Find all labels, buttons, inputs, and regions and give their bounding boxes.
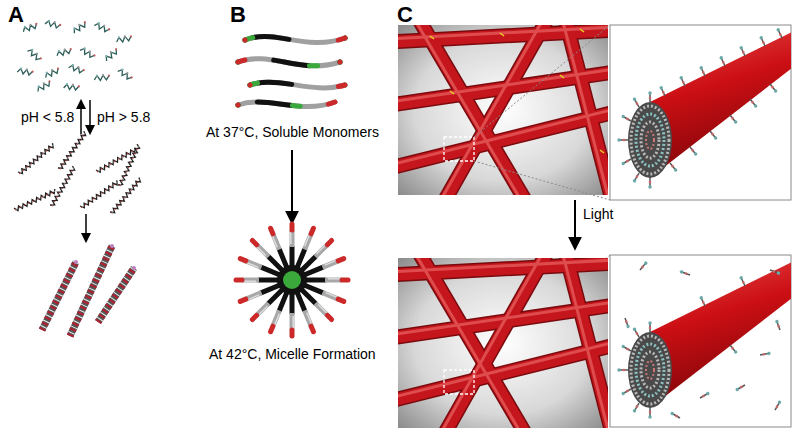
panel-letter: A — [8, 2, 24, 27]
helix-rods — [14, 131, 142, 214]
monomer-coils — [17, 19, 134, 92]
fibrils — [42, 244, 136, 336]
zoom-view — [610, 25, 792, 200]
state-label: At 42°C, Micelle Formation — [209, 346, 376, 362]
panel-letter: C — [397, 2, 413, 27]
condition-label: pH < 5.8 — [21, 109, 74, 125]
stimulus-label: Light — [583, 206, 613, 222]
panel-letter: B — [230, 2, 246, 27]
equilibrium-arrows — [81, 100, 90, 134]
soluble-monomers — [238, 37, 345, 107]
fiber-network — [390, 249, 615, 429]
fiber-network — [390, 16, 615, 202]
zoom-view — [610, 255, 792, 427]
state-label: At 37°C, Soluble Monomers — [206, 124, 379, 140]
light-arrow — [574, 200, 576, 248]
assembly-arrow — [85, 214, 87, 241]
micelle — [236, 224, 348, 336]
heating-arrow — [291, 150, 293, 222]
condition-label: pH > 5.8 — [97, 109, 150, 125]
